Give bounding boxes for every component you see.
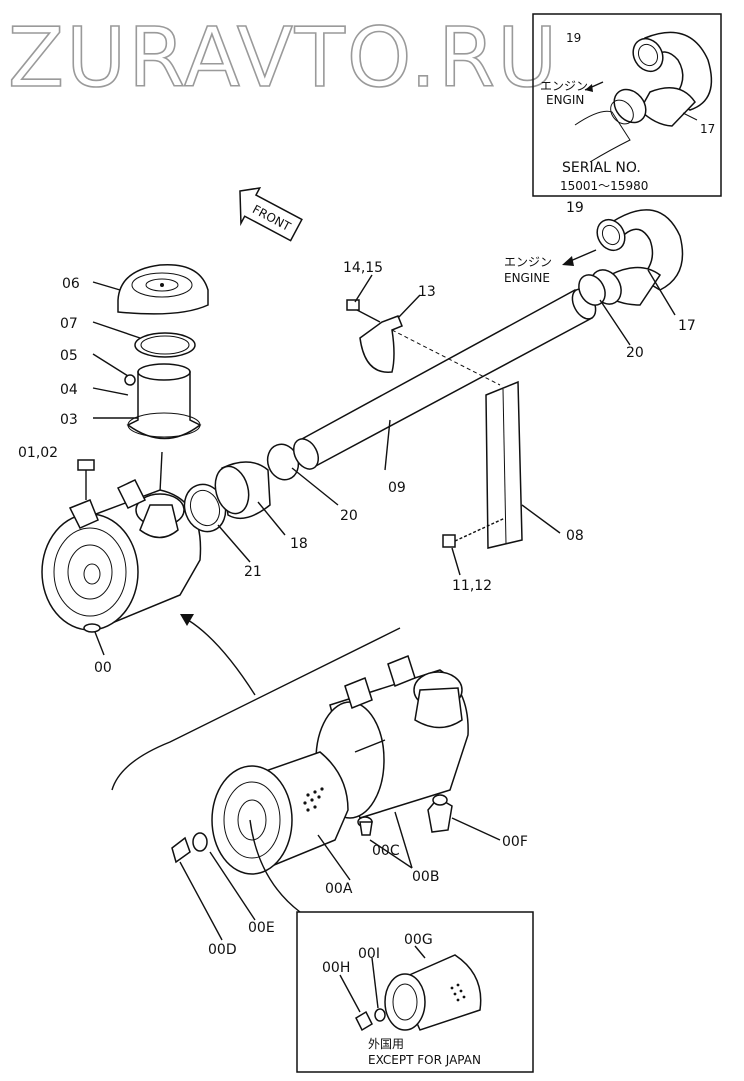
- callout-00B: 00B: [412, 869, 439, 885]
- part-06-cap: [117, 263, 209, 315]
- callout-00H: 00H: [322, 960, 350, 976]
- leader-lines-lower: [179, 811, 501, 941]
- callout-08: 08: [566, 528, 584, 544]
- callout-05: 05: [60, 348, 78, 364]
- front-arrow: FRONT: [239, 186, 303, 242]
- callout-04: 04: [60, 382, 78, 398]
- inset-serial-caption: SERIAL NO.: [562, 160, 641, 176]
- callout-00: 00: [94, 660, 112, 676]
- callout-06: 06: [62, 276, 80, 292]
- engine-arrow: エンジン ENGINE: [504, 249, 597, 285]
- inset-callout-17: 17: [700, 122, 715, 136]
- callout-01-02: 01,02: [18, 445, 58, 461]
- callout-14-15: 14,15: [343, 260, 383, 276]
- callout-20-upper: 20: [626, 345, 644, 361]
- part-20b-clamp: [578, 274, 606, 306]
- leader-lines-upper: [92, 269, 676, 656]
- callout-07: 07: [60, 316, 78, 332]
- callout-00C: 00C: [372, 843, 400, 859]
- part-03-adapter: [124, 363, 202, 440]
- part-18-hose: [214, 461, 271, 520]
- inset-caption: EXCEPT FOR JAPAN: [368, 1053, 481, 1067]
- callout-11-12: 11,12: [452, 578, 492, 594]
- callout-19: 19: [566, 200, 584, 216]
- part-00E-washer: [192, 832, 208, 852]
- callout-18: 18: [290, 536, 308, 552]
- inset-engine-label: ENGIN: [546, 93, 584, 107]
- callout-21: 21: [244, 564, 262, 580]
- inset-serial-variant: 19 17 エンジン ENGIN SERIAL NO. 15001～15980: [532, 13, 722, 197]
- part-08-stay: [442, 380, 523, 549]
- callout-20-lower: 20: [340, 508, 358, 524]
- part-01-bolt: [77, 459, 95, 500]
- inset-callout-19: 19: [566, 31, 581, 45]
- inset-engine-label-jp: エンジン: [540, 79, 588, 93]
- part-07-band: [134, 332, 196, 358]
- part-00-air-cleaner: [41, 479, 202, 633]
- callout-00A: 00A: [325, 881, 353, 897]
- part-00F-valve: [427, 794, 453, 833]
- part-13-bracket: [346, 299, 403, 373]
- callout-09: 09: [388, 480, 406, 496]
- part-00A-element: [211, 751, 349, 875]
- callout-17: 17: [678, 318, 696, 334]
- inset-caption-jp: 外国用: [368, 1037, 404, 1051]
- engine-label: ENGINE: [504, 271, 550, 285]
- watermark: ZURAVTO.RU: [8, 11, 559, 106]
- part-00I-washer: [374, 1008, 386, 1022]
- callout-00I: 00I: [358, 946, 380, 962]
- part-09-pipe: [292, 288, 597, 470]
- part-00G-element: [384, 954, 482, 1031]
- inset-except-japan: 00G 00H 00I 外国用 EXCEPT FOR JAPAN: [296, 911, 534, 1073]
- inset-serial-range: 15001～15980: [560, 179, 648, 193]
- callout-03: 03: [60, 412, 78, 428]
- callout-00G: 00G: [404, 932, 433, 948]
- part-00C-valve: [357, 816, 373, 836]
- callout-00F: 00F: [502, 834, 528, 850]
- callout-13: 13: [418, 284, 436, 300]
- part-00D-wing-nut: [171, 836, 191, 864]
- part-00H-bolt: [355, 1010, 373, 1032]
- exploded-view-connector: [111, 614, 401, 791]
- callout-00E: 00E: [248, 920, 275, 936]
- callout-00D: 00D: [208, 942, 237, 958]
- engine-label-jp: エンジン: [504, 255, 552, 269]
